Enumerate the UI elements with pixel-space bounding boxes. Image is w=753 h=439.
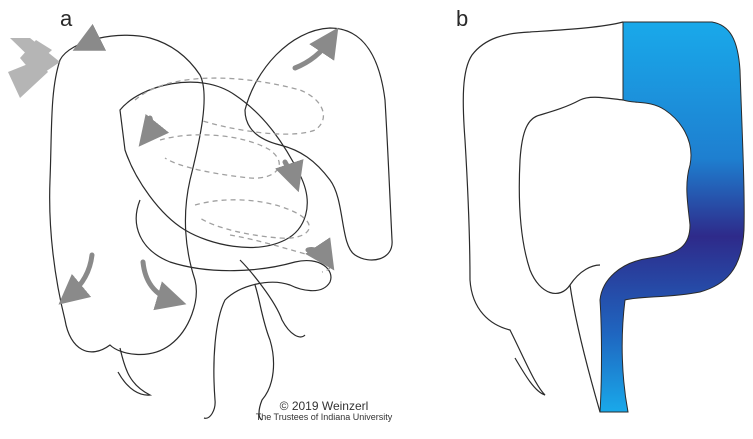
colon-outline-b <box>463 22 623 395</box>
panel-b-drawing <box>463 22 744 412</box>
appendix-outline <box>118 348 150 395</box>
colon-inner-outline-b <box>519 97 623 293</box>
dashed-loop-upper <box>135 78 323 134</box>
curved-arrow-icon <box>308 249 326 258</box>
panel-label-a: a <box>60 6 72 32</box>
curved-arrow-icon <box>143 262 172 300</box>
panel-label-b: b <box>456 6 468 32</box>
panel-a-dashed-paths <box>135 78 330 272</box>
colored-segment <box>600 22 744 412</box>
copyright-holder-line: The Trustees of Indiana University <box>244 413 404 422</box>
dashed-loop-lower <box>195 200 309 238</box>
curved-arrow-icon <box>70 255 92 295</box>
rectum-outline-b <box>570 285 600 412</box>
panel-a-drawing <box>50 28 392 420</box>
copyright-notice: © 2019 Weinzerl The Trustees of Indiana … <box>244 400 404 422</box>
copyright-year-line: © 2019 Weinzerl <box>244 400 404 412</box>
dashed-loop-middle <box>160 135 279 178</box>
descending-colon-outline <box>245 28 392 260</box>
curved-arrow-icon <box>86 43 100 48</box>
sigmoid-loop-outline <box>240 260 305 337</box>
curved-arrow-icon <box>148 118 151 135</box>
curved-arrow-icon <box>295 40 330 68</box>
curved-arrow-icon <box>285 162 294 178</box>
sigmoid-outline <box>136 200 331 418</box>
watermark-logo-icon <box>8 38 60 98</box>
dashed-loop-bottom <box>230 235 330 272</box>
